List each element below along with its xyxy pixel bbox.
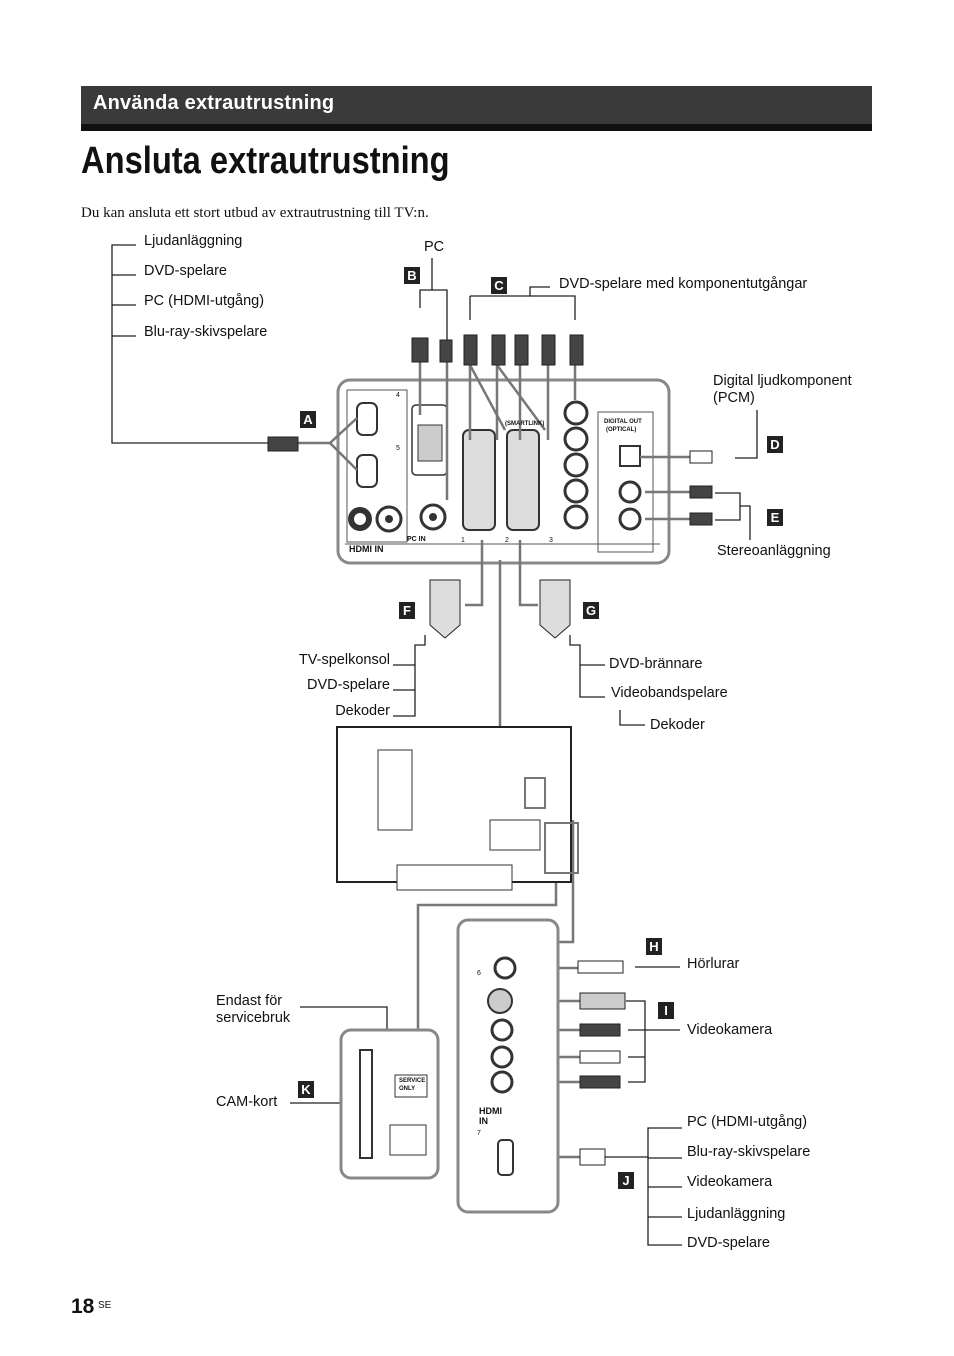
- label-ljudanlaggning: Ljudanläggning: [144, 233, 243, 249]
- badge-g: G: [583, 602, 599, 619]
- label-decoder-g: Dekoder: [650, 717, 705, 733]
- label-j-bluray: Blu-ray-skivspelare: [687, 1144, 811, 1160]
- badge-h: H: [646, 938, 662, 955]
- badge-e: E: [767, 509, 783, 526]
- panel-num-3: 3: [549, 537, 553, 544]
- badge-b: B: [404, 267, 420, 284]
- panel-pcin-label: PC IN: [407, 536, 426, 543]
- intro-text: Du kan ansluta ett stort utbud av extrau…: [81, 205, 429, 221]
- label-headphones: Hörlurar: [687, 956, 740, 972]
- panel-num-7: 7: [477, 1130, 481, 1137]
- label-pc-hdmi: PC (HDMI-utgång): [144, 293, 265, 309]
- label-decoder-f: Dekoder: [335, 703, 390, 719]
- panel-num-6: 6: [477, 970, 481, 977]
- label-bluray: Blu-ray-skivspelare: [144, 324, 268, 340]
- panel-hdmi-label: HDMI IN: [349, 544, 384, 554]
- badge-j: J: [618, 1172, 634, 1189]
- panel-num-4: 4: [396, 392, 400, 399]
- label-pc: PC: [424, 239, 445, 255]
- panel-num-1: 1: [461, 537, 465, 544]
- label-dvd-spelare: DVD-spelare: [144, 263, 227, 279]
- page-suffix: SE: [98, 1300, 112, 1311]
- badge-f: F: [399, 602, 415, 619]
- badge-k: K: [298, 1081, 314, 1098]
- badge-d: D: [767, 436, 783, 453]
- label-j-dvd: DVD-spelare: [687, 1235, 770, 1251]
- label-j-camcorder: Videokamera: [687, 1174, 773, 1190]
- badge-a: A: [300, 411, 316, 428]
- label-j-pc-hdmi: PC (HDMI-utgång): [687, 1114, 808, 1130]
- label-service-only: Endast för servicebruk: [216, 993, 291, 1026]
- label-cam-card: CAM-kort: [216, 1094, 278, 1110]
- label-camcorder: Videokamera: [687, 1022, 773, 1038]
- section-title: Använda extrautrustning: [93, 92, 335, 114]
- panel-smartlink-label: (SMARTLINK): [505, 421, 545, 427]
- badge-c: C: [491, 277, 507, 294]
- panel-digital-out-label: DIGITAL OUT: [604, 419, 642, 425]
- label-vcr: Videobandspelare: [611, 685, 728, 701]
- label-digital-audio: Digital ljudkomponent (PCM): [713, 373, 852, 406]
- label-game-console: TV-spelkonsol: [298, 652, 390, 668]
- panel-service-only-label: SERVICE ONLY: [399, 1078, 426, 1092]
- label-stereo: Stereoanläggning: [717, 543, 831, 559]
- label-component-dvd: DVD-spelare med komponentutgångar: [559, 276, 808, 292]
- badge-i: I: [658, 1002, 674, 1019]
- label-dvd-recorder: DVD-brännare: [609, 656, 703, 672]
- page-title: Ansluta extrautrustning: [81, 140, 450, 182]
- panel-num-5: 5: [396, 445, 400, 452]
- label-dvd-f: DVD-spelare: [307, 677, 390, 693]
- page-number: 18: [71, 1295, 95, 1318]
- panel-optical-label: (OPTICAL): [606, 427, 637, 433]
- label-j-audio: Ljudanläggning: [687, 1206, 786, 1222]
- section-header: Använda extrautrustning: [81, 86, 872, 131]
- panel-num-2: 2: [505, 537, 509, 544]
